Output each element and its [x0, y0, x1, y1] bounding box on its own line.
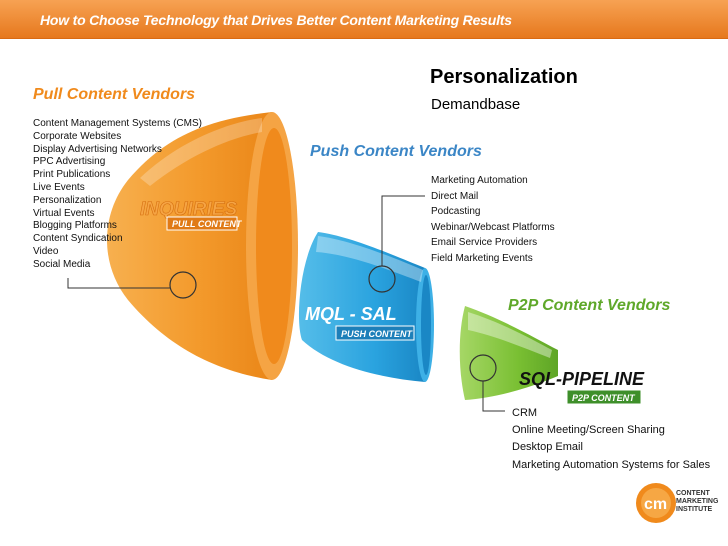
personalization-vendor: Demandbase — [431, 96, 521, 113]
p2p-content-badge: P2P CONTENT — [572, 393, 636, 403]
list-item: Direct Mail — [431, 190, 479, 202]
pull-vendors-heading: Pull Content Vendors — [33, 86, 196, 103]
list-item: Field Marketing Events — [431, 252, 533, 264]
inquiries-funnel — [107, 112, 298, 380]
list-item: Online Meeting/Screen Sharing — [512, 424, 665, 437]
list-item: Video — [33, 245, 59, 257]
logo-line: CONTENT — [676, 490, 710, 497]
sql-pipeline-label-text: SQL-PIPELINE — [519, 369, 645, 389]
p2p-vendors-heading: P2P Content Vendors — [508, 297, 671, 314]
callout-pull — [67, 271, 197, 299]
list-item: CRM — [512, 407, 538, 419]
pull-content-badge: PULL CONTENT — [172, 219, 243, 229]
list-item: Corporate Websites — [33, 130, 122, 142]
list-item: PPC Advertising — [33, 156, 106, 168]
cmi-logo: cm — [636, 483, 676, 523]
mql-sal-label: MQL - SAL PUSH CONTENT — [305, 304, 415, 341]
list-item: Content Syndication — [33, 233, 123, 245]
push-vendors-heading: Push Content Vendors — [310, 143, 482, 160]
slide-title: How to Choose Technology that Drives Bet… — [40, 12, 512, 28]
list-item: Print Publications — [33, 169, 111, 181]
list-item: Virtual Events — [33, 207, 95, 219]
pull-vendors-list: Content Management Systems (CMS)Corporat… — [33, 118, 202, 272]
list-item: Webinar/Webcast Platforms — [431, 221, 555, 233]
cmi-logo-mark: cm — [644, 496, 667, 513]
mql-sal-funnel — [298, 232, 434, 382]
sql-pipeline-label: SQL-PIPELINE P2P CONTENT — [519, 369, 645, 405]
list-item: Desktop Email — [512, 441, 583, 454]
callout-p2p — [469, 354, 505, 412]
inquiries-label-text: INQUIRIES — [140, 199, 237, 220]
list-item: Marketing Automation — [431, 175, 528, 186]
title-bar: How to Choose Technology that Drives Bet… — [0, 0, 728, 39]
list-item: Marketing Automation Systems for Sales — [512, 458, 711, 471]
logo-line: INSTITUTE — [676, 506, 713, 513]
personalization-title: Personalization — [430, 66, 578, 88]
cmi-logo-text: CONTENT MARKETING INSTITUTE — [676, 490, 718, 514]
logo-line: MARKETING — [676, 498, 719, 505]
list-item: Blogging Platforms — [33, 220, 117, 232]
push-content-badge: PUSH CONTENT — [341, 329, 414, 339]
mql-sal-label-text: MQL - SAL — [305, 304, 397, 324]
list-item: Personalization — [33, 194, 102, 206]
list-item: Email Service Providers — [431, 237, 538, 249]
list-item: Content Management Systems (CMS) — [33, 118, 202, 129]
sql-pipeline-funnel — [459, 306, 558, 400]
inquiries-label: INQUIRIES PULL CONTENT — [140, 199, 243, 231]
list-item: Social Media — [33, 258, 91, 270]
list-item: Podcasting — [431, 206, 481, 218]
list-item: Live Events — [33, 181, 85, 193]
callout-push — [368, 195, 425, 293]
list-item: Display Advertising Networks — [33, 143, 162, 155]
